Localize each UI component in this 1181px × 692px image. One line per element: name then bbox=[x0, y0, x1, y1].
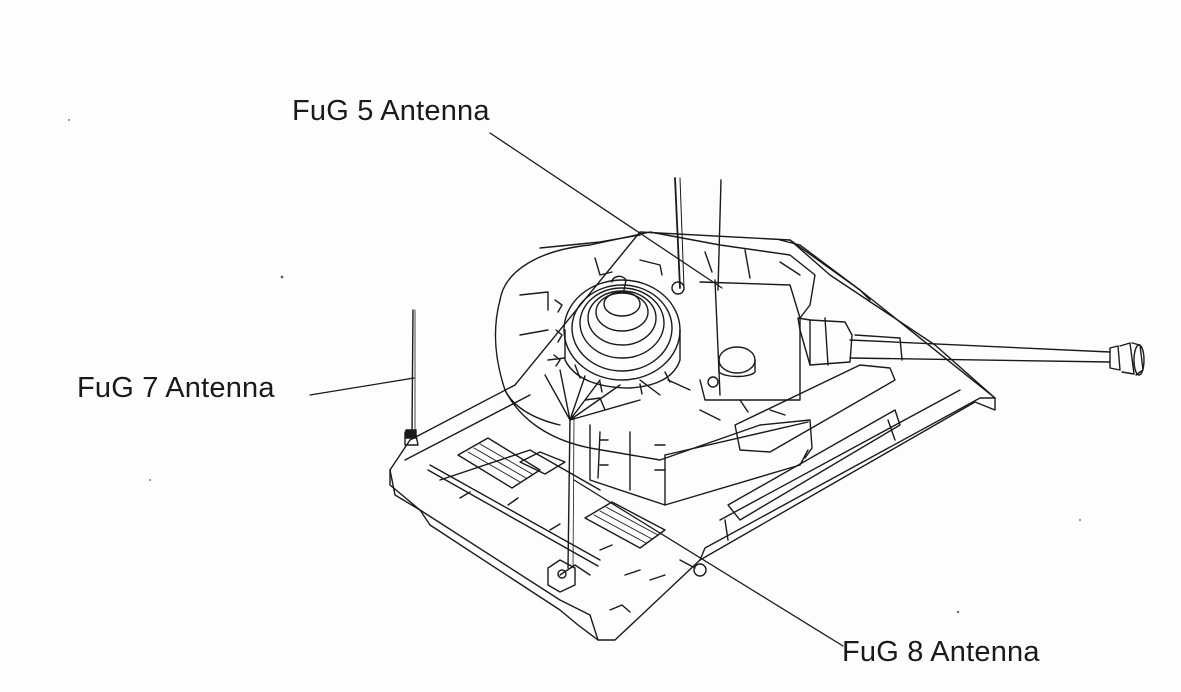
leader-lines bbox=[309, 132, 844, 647]
fug8-leader-line bbox=[573, 479, 844, 647]
fug5-antenna-mast bbox=[717, 179, 722, 291]
hull bbox=[389, 231, 996, 641]
scan-specks bbox=[68, 119, 1081, 614]
turret bbox=[494, 231, 816, 506]
fug5-leader-line bbox=[489, 132, 723, 289]
fug8-antenna-label: FuG 8 Antenna bbox=[842, 636, 1040, 668]
main-gun bbox=[797, 317, 1145, 376]
fug7-leader-line bbox=[309, 377, 415, 396]
fug8-star-antenna bbox=[544, 369, 641, 421]
fug5-antenna-label: FuG 5 Antenna bbox=[292, 95, 490, 127]
fug5-antenna-rod bbox=[674, 177, 681, 289]
fug7-antenna-label: FuG 7 Antenna bbox=[77, 372, 275, 404]
antennas bbox=[411, 177, 722, 569]
fug8-antenna-rod bbox=[567, 417, 571, 569]
fug7-antenna-rod bbox=[411, 309, 414, 433]
